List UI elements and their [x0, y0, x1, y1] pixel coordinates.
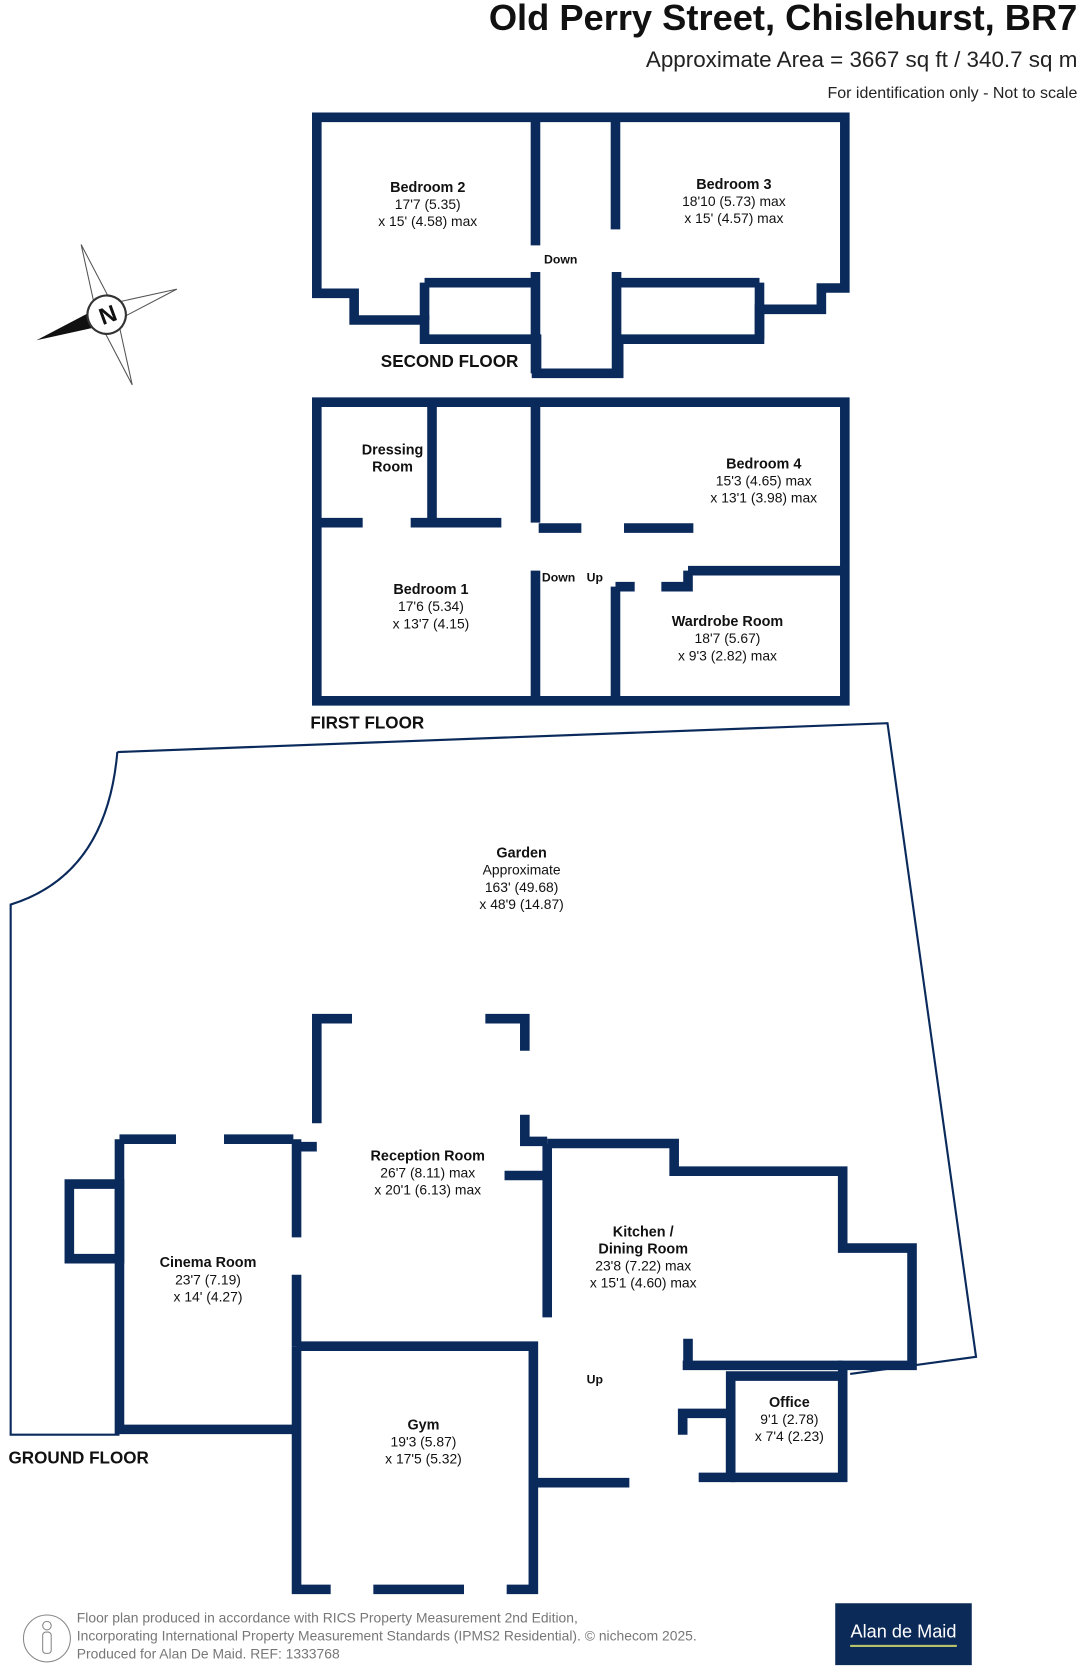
compass-icon: N — [36, 244, 178, 386]
stairs-down-label: Down — [544, 253, 578, 267]
stairs-down-label: Down — [541, 571, 576, 585]
footer-text: Floor plan produced in accordance with R… — [77, 1609, 697, 1663]
stairs-up-label: Up — [586, 1373, 604, 1387]
second-floor-label: SECOND FLOOR — [380, 353, 519, 372]
approximate-area: Approximate Area = 3667 sq ft / 340.7 sq… — [645, 48, 1078, 73]
footer-line: Produced for Alan De Maid. REF: 1333768 — [76, 1645, 340, 1662]
agent-logo: Alan de Maid — [835, 1603, 972, 1666]
footer-line: Floor plan produced in accordance with R… — [76, 1609, 578, 1626]
first-floor-label: FIRST FLOOR — [310, 714, 425, 733]
ground-floor-walls — [64, 1013, 917, 1595]
person-icon — [22, 1614, 71, 1663]
disclaimer: For identification only - Not to scale — [827, 84, 1078, 103]
ground-floor-label: GROUND FLOOR — [8, 1449, 149, 1468]
stairs-up-label: Up — [586, 571, 604, 585]
footer-line: Incorporating International Property Mea… — [76, 1627, 697, 1644]
page-title: Old Perry Street, Chislehurst, BR7 — [488, 0, 1078, 39]
first-floor-walls — [312, 397, 850, 706]
garden-outline — [9, 722, 978, 1436]
second-floor-walls — [312, 112, 850, 379]
